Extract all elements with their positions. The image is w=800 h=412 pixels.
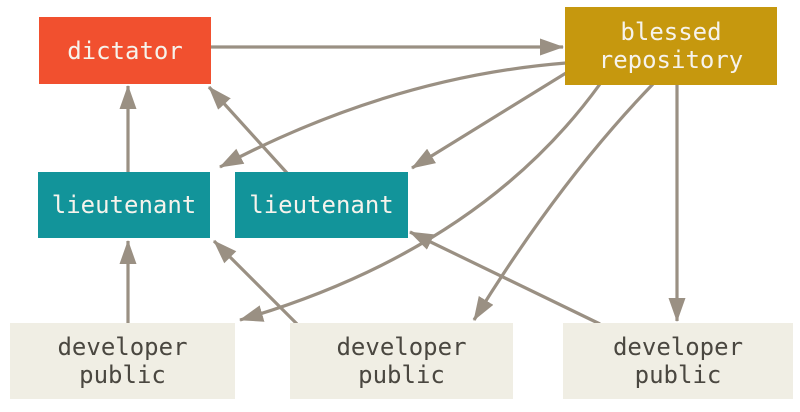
node-label-developer-public-1: developer public xyxy=(57,333,188,389)
node-label-developer-public-3: developer public xyxy=(612,333,744,389)
arrow-lieutenant-2-to-dictator xyxy=(207,85,289,175)
node-lieutenant-2: lieutenant xyxy=(235,172,408,238)
node-developer-public-2: developer public xyxy=(290,323,513,399)
node-label-developer-public-2: developer public xyxy=(336,333,467,389)
node-label-lieutenant-1: lieutenant xyxy=(51,191,197,219)
node-developer-public-3: developer public xyxy=(563,323,793,399)
node-label-lieutenant-2: lieutenant xyxy=(249,191,394,219)
node-label-blessed-repository: blessed repository xyxy=(598,18,744,74)
node-label-dictator: dictator xyxy=(67,36,183,65)
node-developer-public-1: developer public xyxy=(10,323,235,399)
arrow-developer-public-2-to-lieutenant-1 xyxy=(212,239,299,326)
node-blessed-repository: blessed repository xyxy=(565,7,777,85)
arrow-developer-public-3-to-lieutenant-2 xyxy=(409,230,601,326)
arrow-blessed-repository-to-developer-public-2 xyxy=(472,82,655,321)
node-dictator: dictator xyxy=(39,17,211,84)
arrow-blessed-repository-to-lieutenant-2 xyxy=(411,71,567,170)
arrow-blessed-repository-to-developer-public-1 xyxy=(239,83,602,322)
arrow-blessed-repository-to-lieutenant-1 xyxy=(219,61,567,169)
node-lieutenant-1: lieutenant xyxy=(38,172,210,238)
